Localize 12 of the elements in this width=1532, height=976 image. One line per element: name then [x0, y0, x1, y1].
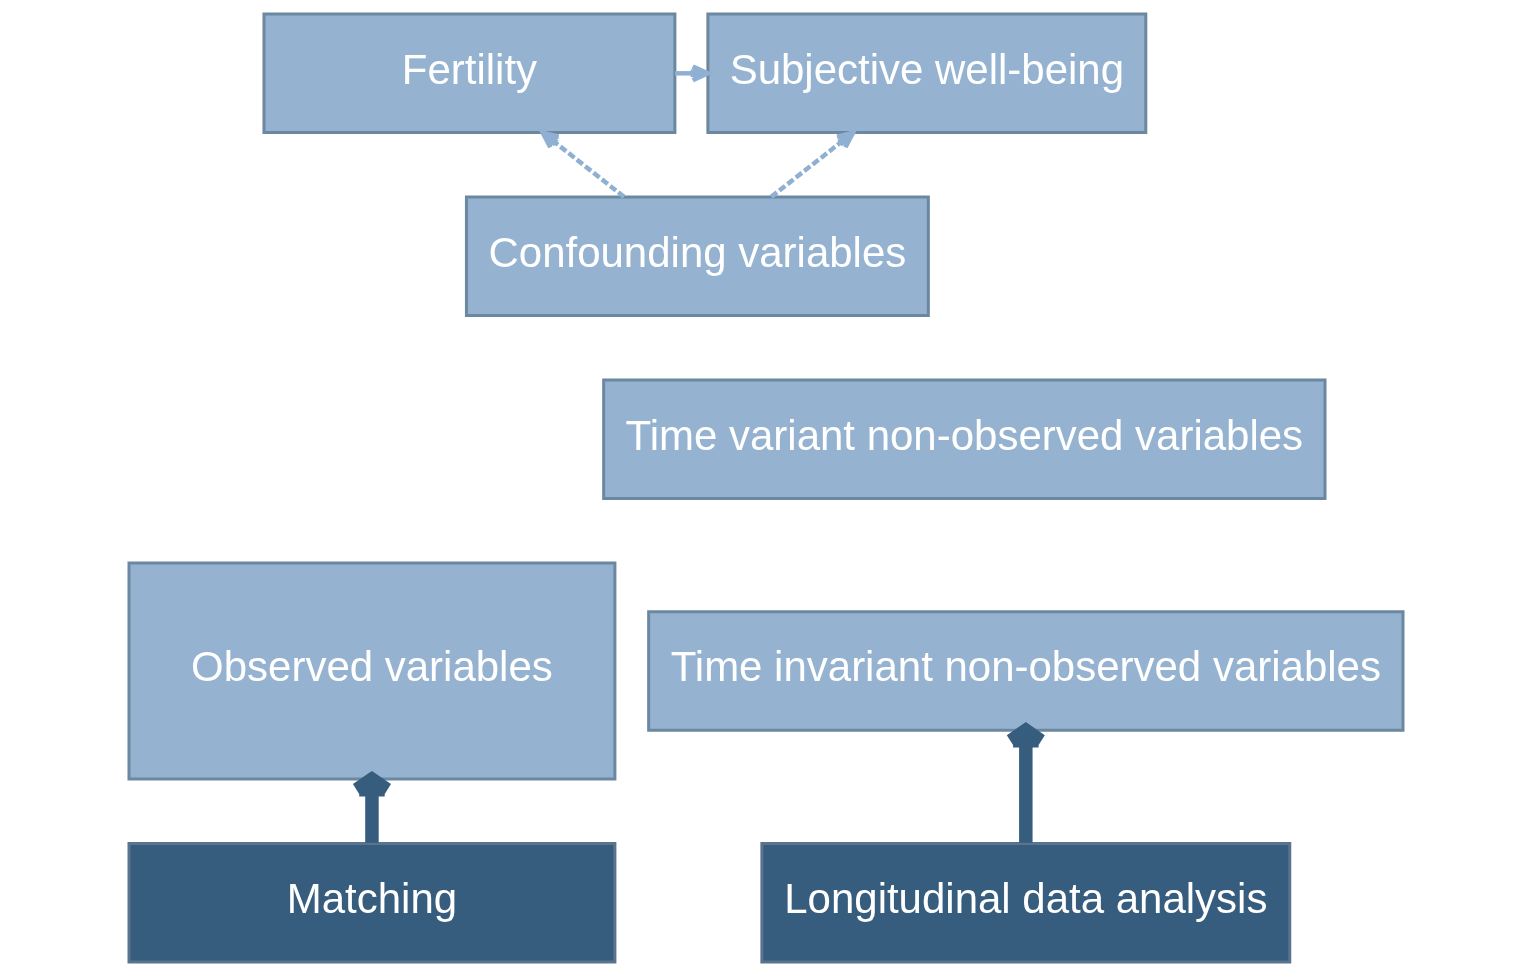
node-box: Fertility	[262, 12, 677, 135]
arrow	[674, 64, 711, 83]
node-box: Matching	[127, 841, 617, 964]
node-box: Time invariant non-observed variables	[647, 610, 1405, 732]
arrow	[350, 772, 394, 843]
node-box: Time variant non-observed variables	[602, 378, 1327, 500]
node-box: Observed variables	[127, 561, 617, 781]
node-box: Subjective well-being	[706, 12, 1148, 135]
arrow	[769, 130, 856, 199]
arrow	[540, 130, 626, 199]
node-box: Longitudinal data analysis	[760, 841, 1292, 964]
node-box: Confounding variables	[464, 195, 930, 318]
